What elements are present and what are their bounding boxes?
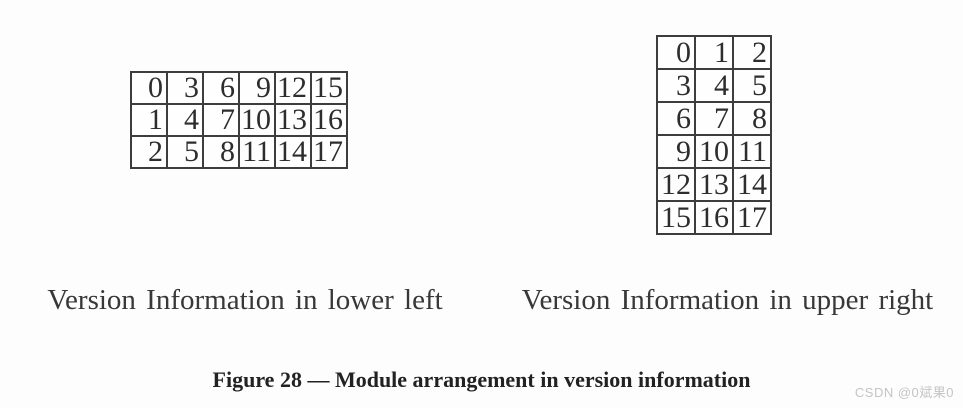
module-number-cell: 8: [202, 135, 240, 169]
module-number-cell: 15: [310, 71, 348, 105]
module-number-cell: 9: [238, 71, 276, 105]
caption-upper-right: Version Information in upper right: [521, 284, 934, 316]
module-number-cell: 3: [656, 68, 696, 103]
module-number-cell: 13: [694, 167, 734, 202]
module-number-cell: 10: [238, 103, 276, 137]
module-number-cell: 3: [166, 71, 204, 105]
module-number-cell: 0: [130, 71, 168, 105]
module-number-cell: 1: [130, 103, 168, 137]
module-number-cell: 1: [694, 35, 734, 70]
module-number-cell: 15: [656, 200, 696, 235]
module-number-cell: 0: [656, 35, 696, 70]
figure-caption: Figure 28 — Module arrangement in versio…: [212, 367, 751, 392]
module-number-cell: 17: [732, 200, 772, 235]
module-number-cell: 5: [732, 68, 772, 103]
module-number-cell: 14: [274, 135, 312, 169]
csdn-watermark: CSDN @0斌果0: [854, 385, 954, 400]
module-number-cell: 7: [202, 103, 240, 137]
module-number-cell: 2: [732, 35, 772, 70]
module-number-cell: 12: [274, 71, 312, 105]
module-number-cell: 2: [130, 135, 168, 169]
module-number-cell: 6: [202, 71, 240, 105]
module-number-cell: 17: [310, 135, 348, 169]
module-number-cell: 12: [656, 167, 696, 202]
module-number-cell: 9: [656, 134, 696, 169]
module-number-cell: 11: [732, 134, 772, 169]
caption-lower-left: Version Information in lower left: [47, 284, 443, 316]
module-number-cell: 16: [310, 103, 348, 137]
module-number-cell: 4: [166, 103, 204, 137]
module-number-cell: 11: [238, 135, 276, 169]
module-number-cell: 10: [694, 134, 734, 169]
module-number-cell: 4: [694, 68, 734, 103]
module-number-cell: 6: [656, 101, 696, 136]
module-number-cell: 16: [694, 200, 734, 235]
module-number-cell: 5: [166, 135, 204, 169]
module-number-cell: 13: [274, 103, 312, 137]
module-number-cell: 7: [694, 101, 734, 136]
module-number-cell: 14: [732, 167, 772, 202]
module-number-cell: 8: [732, 101, 772, 136]
